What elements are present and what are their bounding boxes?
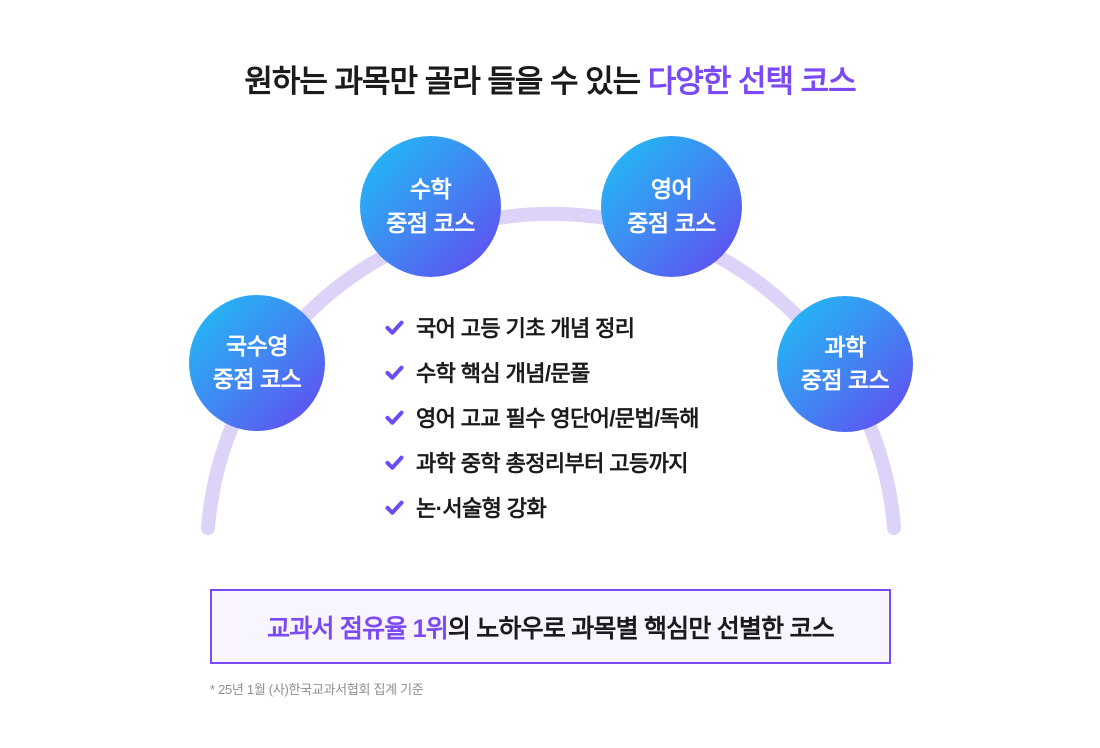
course-circle-line2: 중점 코스 — [627, 209, 716, 236]
check-icon — [384, 362, 405, 383]
highlight-box-accent: 교과서 점유율 1위 — [267, 614, 449, 643]
course-circle-line1: 과학 — [824, 333, 866, 360]
benefit-label: 수학 핵심 개념/문풀 — [416, 361, 590, 386]
page-title-highlight: 다양한 선택 코스 — [647, 64, 857, 99]
course-circle-math: 수학 중점 코스 — [360, 136, 501, 277]
benefits-list: 국어 고등 기초 개념 정리 수학 핵심 개념/문풀 영어 고교 필수 영단어/… — [384, 312, 699, 522]
page-title: 원하는 과목만 골라 들을 수 있는 다양한 선택 코스 — [0, 56, 1100, 101]
footnote: * 25년 1월 (사)한국교과서협회 집계 기준 — [210, 682, 424, 697]
check-icon — [384, 497, 405, 518]
highlight-box-rest: 의 노하우로 과목별 핵심만 선별한 코스 — [447, 614, 835, 643]
course-circle-line2: 중점 코스 — [800, 367, 890, 393]
list-item: 영어 고교 필수 영단어/문법/독해 — [384, 402, 699, 432]
list-item: 과학 중학 총정리부터 고등까지 — [384, 447, 699, 477]
benefit-label: 영어 고교 필수 영단어/문법/독해 — [416, 406, 699, 431]
benefit-label: 국어 고등 기초 개념 정리 — [416, 316, 635, 341]
course-circle-science: 과학 중점 코스 — [777, 296, 913, 432]
course-circle-line1: 수학 — [409, 176, 452, 203]
check-icon — [384, 407, 405, 428]
page-title-prefix: 원하는 과목만 골라 들을 수 있는 — [244, 64, 648, 99]
course-circle-line2: 중점 코스 — [212, 366, 302, 392]
course-circle-line1: 영어 — [650, 176, 693, 203]
check-icon — [384, 317, 405, 338]
course-circle-english: 영어 중점 코스 — [601, 136, 742, 277]
benefit-label: 논·서술형 강화 — [416, 496, 547, 521]
check-icon — [384, 452, 405, 473]
course-circle-line1: 국수영 — [226, 332, 288, 359]
list-item: 국어 고등 기초 개념 정리 — [384, 312, 699, 342]
benefit-label: 과학 중학 총정리부터 고등까지 — [416, 451, 688, 476]
list-item: 수학 핵심 개념/문풀 — [384, 357, 699, 387]
course-circle-line2: 중점 코스 — [386, 209, 475, 236]
course-circle-korean-math-english: 국수영 중점 코스 — [189, 295, 325, 431]
list-item: 논·서술형 강화 — [384, 492, 699, 522]
